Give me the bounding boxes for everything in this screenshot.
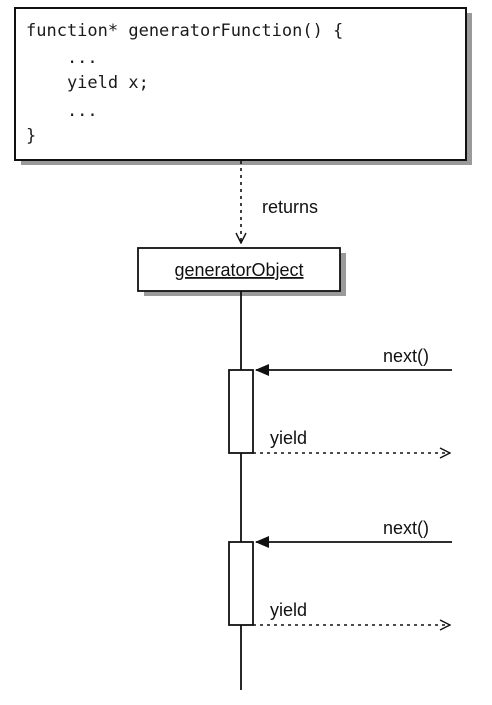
- code-line: ...: [26, 101, 98, 121]
- next-call-label: next(): [383, 518, 429, 538]
- yield-return-label: yield: [270, 600, 307, 620]
- code-line: function* generatorFunction() {: [26, 21, 343, 41]
- activation-bar: [228, 369, 254, 454]
- returns-label: returns: [262, 197, 318, 217]
- yield-return-label: yield: [270, 428, 307, 448]
- code-line: ...: [26, 48, 98, 68]
- object-label: generatorObject: [174, 260, 303, 280]
- activation-bar: [228, 541, 254, 626]
- next-call-label: next(): [383, 346, 429, 366]
- object-box: [137, 247, 341, 292]
- code-line: yield x;: [26, 73, 149, 93]
- code-box: [14, 7, 467, 161]
- code-line: }: [26, 126, 36, 146]
